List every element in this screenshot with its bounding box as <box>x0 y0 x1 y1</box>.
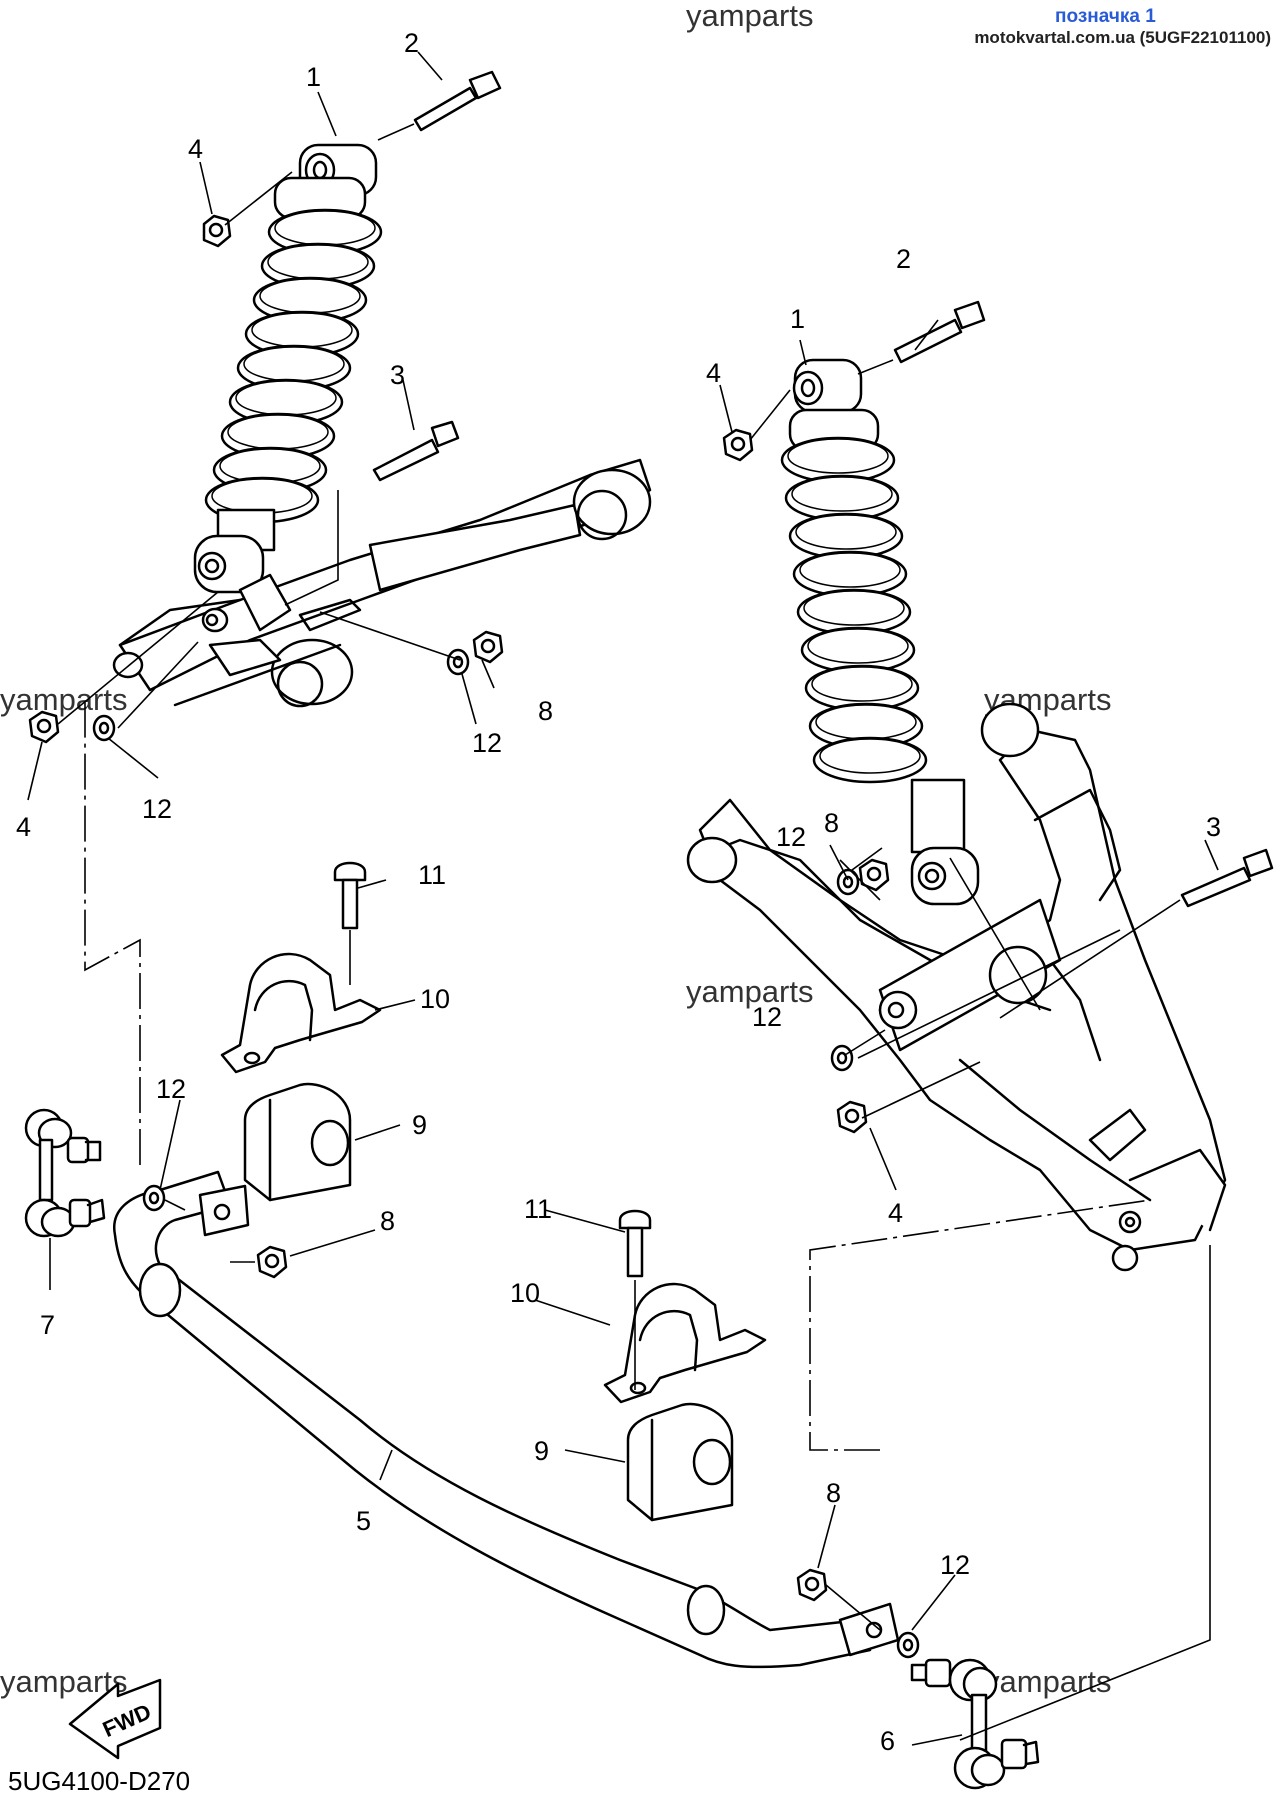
fwd-arrow-icon: FWD <box>68 1678 162 1760</box>
nut <box>858 858 890 892</box>
bushing-lower <box>626 1402 734 1522</box>
washer <box>896 1631 920 1659</box>
left-a-arm <box>112 458 652 708</box>
nut <box>836 1100 868 1134</box>
watermark-top: yamparts <box>686 0 813 33</box>
callout-1: 1 <box>306 62 321 92</box>
nut <box>722 428 754 462</box>
nut <box>28 710 60 744</box>
nut <box>202 214 232 248</box>
washer <box>836 868 860 896</box>
watermark: yamparts <box>686 974 813 1009</box>
nut <box>256 1245 288 1279</box>
callout-12: 12 <box>142 794 172 824</box>
callout-6: 6 <box>880 1726 895 1756</box>
callout-12: 12 <box>156 1074 186 1104</box>
callout-7: 7 <box>40 1310 55 1340</box>
callout-8: 8 <box>826 1478 841 1508</box>
washer <box>142 1184 166 1212</box>
callout-1: 1 <box>790 304 805 334</box>
callout-12: 12 <box>776 822 806 852</box>
callout-11: 11 <box>418 860 446 890</box>
callout-12: 12 <box>472 728 502 758</box>
bracket-upper <box>220 952 382 1074</box>
callout-8: 8 <box>538 696 553 726</box>
callout-4: 4 <box>188 134 203 164</box>
leader-lines <box>27 51 1219 1746</box>
stabilizer-bar <box>112 1170 900 1669</box>
callout-2: 2 <box>896 244 911 274</box>
callout-4: 4 <box>706 358 721 388</box>
left-shock-absorber <box>193 143 383 594</box>
bolt-upper-left <box>413 70 502 132</box>
bracket-bolt-upper <box>333 861 367 930</box>
right-a-arm <box>686 702 1227 1272</box>
nut <box>472 630 504 664</box>
callout-8: 8 <box>380 1206 395 1236</box>
assembly-lines <box>57 123 1211 1741</box>
bracket-bolt-lower <box>618 1209 652 1278</box>
callout-2: 2 <box>404 28 419 58</box>
callout-4: 4 <box>16 812 31 842</box>
callout-11: 11 <box>524 1194 552 1224</box>
bolt-mid-right <box>1180 848 1274 908</box>
callout-10: 10 <box>420 984 450 1014</box>
reference-link[interactable]: позначка 1 <box>1055 6 1156 27</box>
watermark: yamparts <box>984 1664 1111 1699</box>
nut <box>796 1568 828 1602</box>
callout-5: 5 <box>356 1506 371 1536</box>
watermark: yamparts <box>0 682 127 717</box>
washer <box>92 714 116 742</box>
callout-3: 3 <box>1206 812 1221 842</box>
left-stabilizer-link <box>24 1108 106 1238</box>
source-reference: motokvartal.com.ua (5UGF22101100) <box>974 28 1271 47</box>
callout-4: 4 <box>888 1198 903 1228</box>
callout-10: 10 <box>510 1278 540 1308</box>
callout-3: 3 <box>390 360 405 390</box>
callout-9: 9 <box>412 1110 427 1140</box>
bracket-lower <box>603 1282 767 1404</box>
bushing-upper <box>243 1082 352 1202</box>
callout-12: 12 <box>940 1550 970 1580</box>
callout-8: 8 <box>824 808 839 838</box>
bolt-mid-left <box>372 420 460 482</box>
callout-12: 12 <box>752 1002 782 1032</box>
right-stabilizer-link <box>910 1658 1040 1790</box>
bolt-upper-right <box>893 300 986 364</box>
right-shock-absorber <box>780 358 980 906</box>
washer <box>830 1044 854 1072</box>
washer <box>446 648 470 676</box>
callout-9: 9 <box>534 1436 549 1466</box>
diagram-code: 5UG4100-D270 <box>8 1766 191 1796</box>
